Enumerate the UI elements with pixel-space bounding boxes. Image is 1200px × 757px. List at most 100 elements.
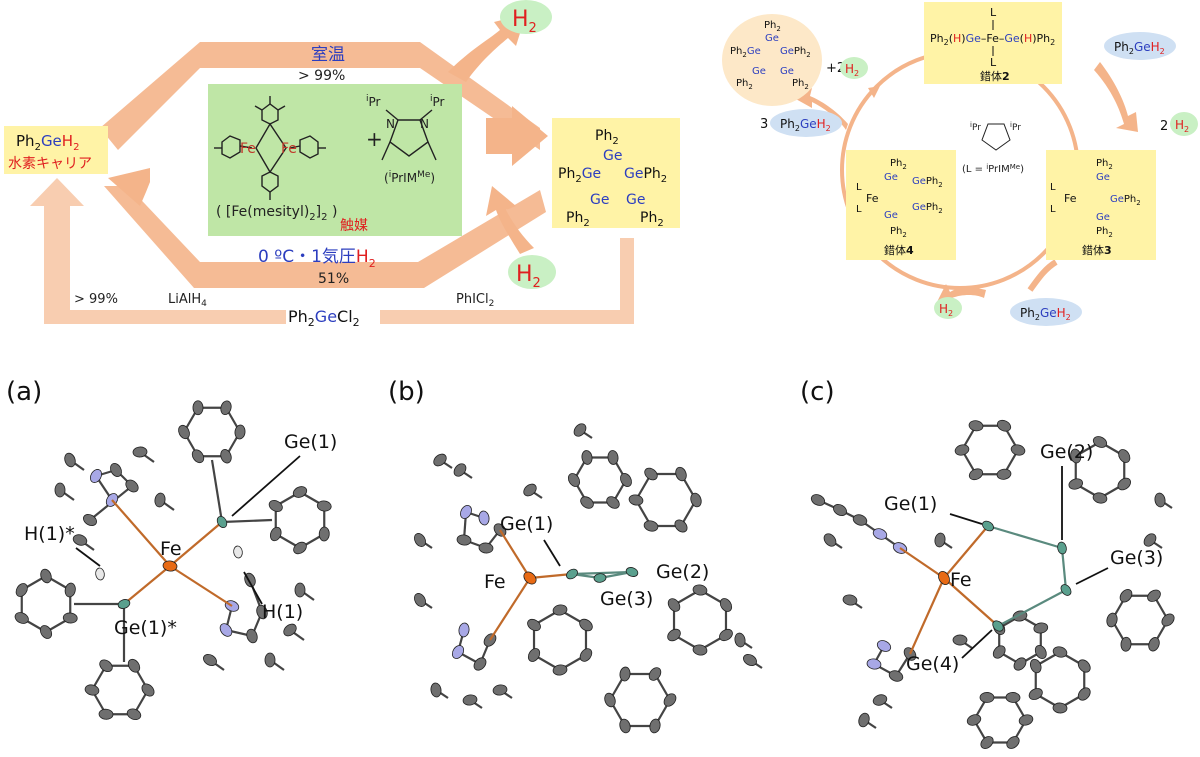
cyclopentagermane-right: Ph2 Ge Ph2Ge GePh2 Ge Ge Ph2 Ph2 (558, 128, 667, 229)
catalyst-panel (208, 84, 462, 236)
carbon-atom (1106, 612, 1118, 628)
c-fe-label: Fe (950, 569, 972, 591)
svg-text:iPr: iPr (1010, 121, 1021, 133)
complex-3-box (1046, 150, 1156, 260)
carbon-atom (492, 684, 508, 696)
svg-text:Ge: Ge (1096, 212, 1110, 223)
carbon-atom (580, 496, 594, 509)
carbon-atom (527, 618, 541, 632)
h2-uptake-arrow (486, 186, 534, 254)
carbon-atom (690, 492, 702, 508)
carbon-atom (283, 623, 297, 637)
carbon-atom (842, 594, 858, 606)
carbon-atom (934, 532, 946, 548)
svg-text:Ph2: Ph2 (1096, 226, 1113, 239)
carbon-atom (872, 694, 888, 706)
plus-sign: + (366, 127, 383, 151)
plus-two-h2: +2 (826, 61, 845, 76)
carbon-atom (567, 473, 581, 487)
svg-text:L: L (1050, 182, 1056, 193)
panel-c-structure (810, 419, 1175, 749)
ligand-n-right: N (420, 117, 429, 131)
svg-text:Ph2: Ph2 (595, 128, 619, 147)
carbon-atom (810, 494, 826, 506)
panel-a-label: (a) (6, 377, 42, 407)
b-ge1-label: Ge(1) (500, 513, 553, 535)
carbon-atom (1033, 622, 1049, 634)
carbon-atom (1034, 644, 1047, 660)
a-ge1-pointer (231, 455, 301, 517)
carbon-atom (1029, 658, 1042, 674)
nitrogen-atom (451, 645, 465, 659)
carbon-atom (743, 654, 757, 666)
carbon-atom (293, 541, 307, 555)
carbon-atom (1005, 692, 1021, 703)
carbon-atom (456, 534, 472, 546)
carbon-atom (692, 644, 708, 656)
carbon-atom (478, 542, 494, 554)
lower-route-yield: 51% (318, 271, 349, 287)
nitrogen-atom (458, 622, 470, 638)
a-h1-label: H(1) (262, 601, 303, 623)
right-product-box (552, 118, 680, 228)
lower-route-condition: 0 ºC・1気圧H2 (258, 247, 376, 270)
svg-text:GePh2: GePh2 (912, 202, 943, 215)
carbon-atom (996, 468, 1012, 480)
nitrogen-atom (219, 623, 233, 637)
svg-text:Ge: Ge (884, 210, 898, 221)
carbon-atom (414, 533, 426, 547)
return-loop-arrow-head (30, 178, 84, 206)
carbon-atom (110, 462, 122, 478)
nitrogen-atom (872, 528, 888, 540)
svg-text:L: L (990, 56, 997, 69)
carbon-atom (954, 444, 970, 456)
carbon-atom (579, 648, 593, 662)
svg-text:Ge: Ge (626, 192, 645, 208)
c-ge3-label: Ge(3) (1110, 547, 1163, 569)
carbon-atom (1143, 533, 1157, 547)
lower-route-arrow (104, 186, 546, 288)
carbon-atom (552, 604, 568, 616)
germanium-atom (117, 599, 131, 609)
carbon-atom (968, 420, 984, 432)
h2-bottom-label: H2 (516, 262, 541, 291)
carbon-atom (1117, 477, 1131, 491)
svg-text:Ph2GeH2: Ph2GeH2 (780, 117, 831, 133)
hydrogen-atom (233, 545, 243, 559)
scheme-cycle (4, 0, 680, 324)
svg-text:Ge: Ge (603, 148, 622, 164)
carbon-atom (979, 692, 995, 703)
iron-atom (162, 560, 178, 572)
carbon-atom (888, 670, 904, 682)
lower-arrow-tip (108, 168, 150, 206)
carbon-atom (203, 654, 217, 666)
carbon-atom (40, 568, 52, 584)
carbon-atom (178, 424, 190, 440)
panel-b-structure (414, 423, 763, 734)
nitrogen-atom (876, 640, 892, 652)
svg-text:Ph2: Ph2 (792, 78, 809, 91)
svg-text:Ph2: Ph2 (640, 210, 664, 229)
oxidant-reagent: PhICl2 (456, 292, 494, 309)
svg-text:Ph2: Ph2 (890, 158, 907, 171)
panel-b-label: (b) (388, 377, 425, 407)
carbon-atom (256, 604, 268, 620)
fe-left-label: Fe (240, 141, 256, 157)
carbon-atom (649, 718, 661, 734)
svg-text:(L = iPrIMMe): (L = iPrIMMe) (962, 163, 1024, 175)
a-h1-pointer (243, 571, 263, 605)
cyclopentagermane-bubble (722, 14, 822, 106)
a-ge1star-label: Ge(1)* (114, 617, 177, 639)
carbon-atom (619, 666, 631, 682)
carbon-atom (952, 634, 968, 646)
carbon-atom (833, 504, 847, 516)
carbon-atom (127, 658, 141, 673)
carbon-atom (579, 618, 593, 632)
h2-bubble-top (500, 0, 552, 34)
complex-4-label: 錯体4 (884, 243, 914, 257)
c-ge4-pointer (961, 629, 993, 659)
carbon-atom (1077, 659, 1091, 673)
c-ge1-pointer (949, 513, 983, 525)
